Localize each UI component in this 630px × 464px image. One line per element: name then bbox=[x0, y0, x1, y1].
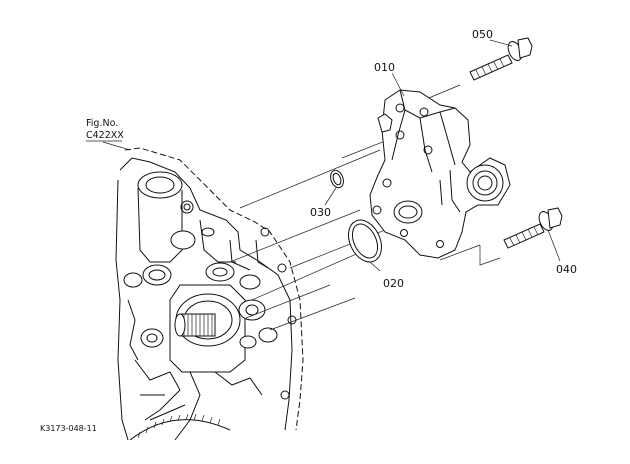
flange-bolt-lower bbox=[503, 207, 563, 249]
o-ring-large bbox=[348, 219, 382, 263]
figure-no-label: Fig.No. bbox=[86, 118, 118, 129]
o-ring-small bbox=[330, 169, 344, 189]
callout-020: 020 bbox=[383, 277, 404, 290]
callout-010: 010 bbox=[374, 61, 395, 74]
gear-case-housing bbox=[115, 147, 304, 441]
callout-040: 040 bbox=[556, 263, 577, 276]
figure-number: C422XX bbox=[86, 130, 124, 141]
leader-lines bbox=[102, 39, 561, 272]
flange-bolt-upper bbox=[469, 37, 533, 81]
oil-pump-body bbox=[369, 89, 511, 259]
callout-030: 030 bbox=[310, 206, 331, 219]
drawing-code: K3173-048-11 bbox=[40, 424, 97, 433]
callout-050: 050 bbox=[472, 28, 493, 41]
threaded-shaft bbox=[174, 313, 216, 337]
